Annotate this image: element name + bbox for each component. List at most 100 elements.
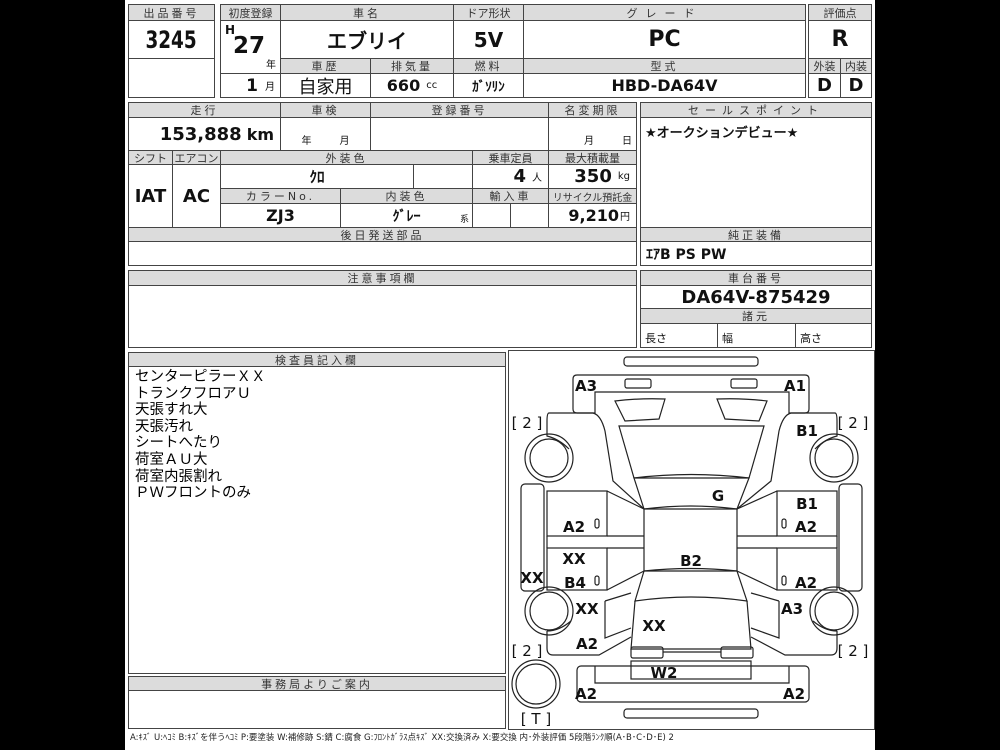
exterior-label: 外装: [808, 58, 841, 74]
car-outline: [511, 356, 863, 719]
exterior-score: D: [808, 73, 841, 98]
mark-rear-door-right: A2: [795, 574, 817, 592]
mark-rear-bumper-left: A2: [575, 685, 597, 703]
shift: IAT: [128, 164, 173, 228]
fuel-label: 燃料: [453, 58, 524, 74]
inspection-date: 年月: [280, 117, 371, 151]
door-label: ドア形状: [453, 4, 524, 21]
mark-rear-door-left-1: XX: [562, 550, 586, 568]
mark-rear-bumper-right: A2: [783, 685, 805, 703]
interior-score: D: [840, 73, 872, 98]
car-name-label: 車名: [280, 4, 454, 21]
model-label: 型式: [523, 58, 806, 74]
auction-sheet: 出品番号 3245 初度登録 H 27 年 1 月 車名 エブリイ ドア形状 5…: [125, 0, 875, 750]
spec-width: 幅: [717, 323, 796, 348]
mark-quarter-right: A3: [781, 600, 803, 618]
later-parts: [128, 241, 637, 266]
mark-sill-left: XX: [520, 569, 544, 587]
notes-label: 注意事項欄: [128, 270, 637, 286]
mark-front-door-right-2: A2: [795, 518, 817, 536]
fuel: ｶﾞｿﾘﾝ: [453, 73, 524, 98]
lot-blank: [128, 58, 215, 98]
inspector-note: センターピラーＸＸ: [135, 369, 266, 385]
ext-color-blank: [413, 164, 473, 189]
equipment: ｴｱB PS PW: [640, 241, 872, 266]
mark-tire-front-right: [ 2 ]: [838, 414, 869, 432]
inspector-note: ＰＷフロントのみ: [135, 485, 251, 502]
first-reg-month: 1 月: [220, 73, 281, 98]
inspector-note: シートへたり: [135, 435, 222, 452]
int-color-label: 内装色: [340, 188, 473, 204]
mark-front-door-right-1: B1: [796, 495, 818, 513]
mark-front-fender-right: B1: [796, 422, 818, 440]
chassis-label: 車台番号: [640, 270, 872, 286]
sales-point-label: セールスポイント: [640, 102, 872, 118]
mark-spare-tire: [ T ]: [521, 710, 551, 728]
mark-front-bumper-left: A3: [575, 377, 597, 395]
color-no-label: カラーNo.: [220, 188, 341, 204]
import-cell-2: [510, 203, 549, 228]
mark-tire-rear-right: [ 2 ]: [838, 642, 869, 660]
spec-height: 高さ: [795, 323, 872, 348]
later-parts-label: 後日発送部品: [128, 227, 637, 242]
office-body: [128, 690, 506, 729]
mark-front-bumper-right: A1: [784, 377, 806, 395]
equipment-label: 純正装備: [640, 227, 872, 242]
mark-roof: B2: [680, 552, 702, 570]
car-name: エブリイ: [280, 20, 454, 59]
history-label: 車歴: [280, 58, 371, 74]
inspector-note: トランクフロアＵ: [135, 385, 251, 402]
model-code: HBD-DA64V: [523, 73, 806, 98]
chassis-number: DA64V-875429: [640, 285, 872, 309]
damage-marks: A3 A1 [ 2 ] [ 2 ] B1 G B1 A2 A2 B2 XX XX…: [512, 377, 869, 728]
inspector-label: 検査員記入欄: [128, 352, 506, 367]
shift-label: シフト: [128, 150, 173, 165]
door-type: 5V: [453, 20, 524, 59]
ext-color: ｸﾛ: [220, 164, 414, 189]
interior-label: 内装: [840, 58, 872, 74]
score: R: [808, 20, 872, 59]
capacity-label: 乗車定員: [472, 150, 549, 165]
name-change-date: 月日: [548, 117, 637, 151]
color-no: ZJ3: [220, 203, 341, 228]
inspector-notes: センターピラーＸＸ トランクフロアＵ 天張すれ大 天張汚れ シートへたり 荷室Ａ…: [135, 369, 266, 502]
grade-label: グレード: [523, 4, 806, 21]
int-color: ｸﾞﾚｰ系: [340, 203, 473, 228]
reg-number-label: 登録番号: [370, 102, 549, 118]
lot-number: 3245: [128, 20, 215, 59]
recycle-label: リサイクル預託金: [548, 188, 637, 204]
mark-quarter-left-2: A2: [576, 635, 598, 653]
legend: A:ｷｽﾞ U:ﾍｺﾐ B:ｷｽﾞを伴うﾍｺﾐ P:要塗装 W:補修跡 S:錆 …: [130, 733, 674, 743]
mark-front-door-left: A2: [563, 518, 585, 536]
inspection-label: 車検: [280, 102, 371, 118]
mark-back-door: XX: [642, 617, 666, 635]
specs-label: 諸元: [640, 308, 872, 324]
inspector-note: 天張すれ大: [135, 402, 208, 419]
inspector-note: 荷室ＡＵ大: [135, 451, 208, 468]
mark-quarter-left-1: XX: [575, 600, 599, 618]
displacement-label: 排気量: [370, 58, 454, 74]
aircon: AC: [172, 164, 221, 228]
lot-label: 出品番号: [128, 4, 215, 21]
aircon-label: エアコン: [172, 150, 221, 165]
office-label: 事務局よりご案内: [128, 676, 506, 691]
ext-color-label: 外装色: [220, 150, 473, 165]
mileage-label: 走行: [128, 102, 281, 118]
max-load-label: 最大積載量: [548, 150, 637, 165]
import-label: 輸入車: [472, 188, 549, 204]
sales-point: ★オークションデビュー★: [640, 117, 872, 228]
grade: PC: [523, 20, 806, 59]
first-reg-label: 初度登録: [220, 4, 281, 21]
mark-rear-panel: W2: [651, 664, 678, 682]
inspector-note: 天張汚れ: [135, 418, 193, 435]
notes-body: [128, 285, 637, 348]
mark-rear-door-left-2: B4: [564, 574, 586, 592]
name-change-label: 名変期限: [548, 102, 637, 118]
first-reg-year: H 27 年: [220, 20, 281, 74]
damage-diagram: A3 A1 [ 2 ] [ 2 ] B1 G B1 A2 A2 B2 XX XX…: [508, 350, 875, 730]
